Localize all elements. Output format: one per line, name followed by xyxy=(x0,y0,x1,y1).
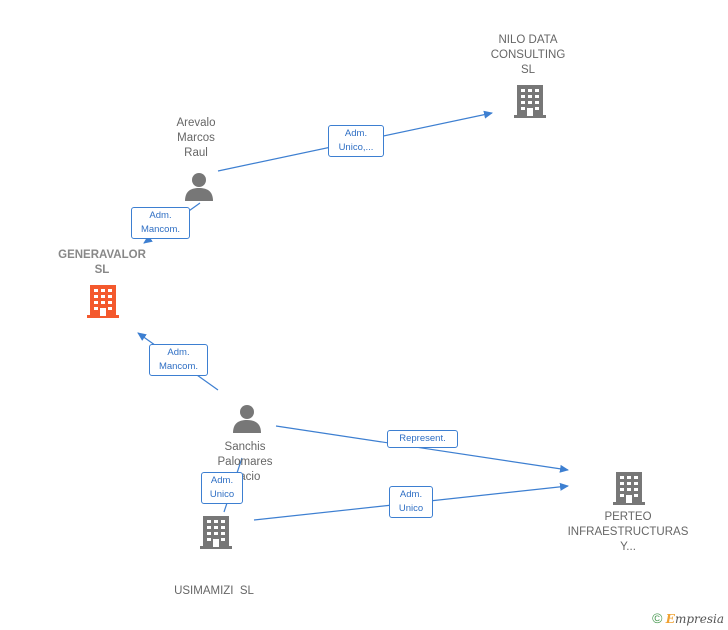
generavalor-label-line: SL xyxy=(94,264,110,276)
edge-label-line: Unico xyxy=(398,503,424,514)
node-label-generavalor[interactable]: GENERAVALOR SL xyxy=(46,248,158,278)
edge-label-line: Adm. xyxy=(210,475,234,486)
edge-label-line: Adm. xyxy=(149,210,172,221)
edge-label-line: Unico xyxy=(209,489,235,500)
sanchis-label-line: Palomares xyxy=(217,456,273,468)
nilo-label-line: CONSULTING xyxy=(490,49,566,61)
perteo-label-line: INFRAESTRUCTURAS xyxy=(567,526,689,538)
node-label-usimamizi[interactable]: USIMAMIZI SL xyxy=(160,554,268,614)
arevalo-label-line: Marcos xyxy=(177,132,215,144)
edge-label-line: Mancom. xyxy=(158,361,199,372)
edge-label-line: Adm. xyxy=(167,347,190,358)
nilo-label-line: NILO DATA xyxy=(498,34,558,46)
edge-sanchis-perteo xyxy=(275,425,569,473)
arevalo-label-line: Arevalo xyxy=(176,117,216,129)
edge-label-line: Unico,... xyxy=(338,142,374,153)
building-icon[interactable] xyxy=(200,515,232,549)
arevalo-label-line: Raul xyxy=(184,147,208,159)
nilo-label-line: SL xyxy=(520,64,536,76)
edge-label-sanchis-perteo[interactable]: Represent. xyxy=(387,430,458,448)
sanchis-label-line: Sanchis xyxy=(224,441,266,453)
copyright-icon: © xyxy=(652,610,663,626)
edge-label-sanchis-usimamizi[interactable]: Adm. Unico xyxy=(201,472,243,504)
edge-label-usimamizi-perteo[interactable]: Adm. Unico xyxy=(389,486,433,518)
edge-label-sanchis-generavalor[interactable]: Adm. Mancom. xyxy=(149,344,208,376)
person-icon[interactable] xyxy=(232,403,262,433)
edge-label-line: Adm. xyxy=(344,128,368,139)
building-icon[interactable] xyxy=(87,284,119,318)
node-label-nilo[interactable]: NILO DATA CONSULTING SL xyxy=(468,33,588,78)
usimamizi-label-line: USIMAMIZI SL xyxy=(174,585,254,597)
perteo-label-line: PERTEO xyxy=(604,511,652,523)
node-label-arevalo[interactable]: Arevalo Marcos Raul xyxy=(156,116,236,161)
building-icon[interactable] xyxy=(514,84,546,118)
node-label-perteo[interactable]: PERTEO INFRAESTRUCTURAS Y... xyxy=(560,510,696,555)
edge-label-line: Adm. xyxy=(399,489,423,500)
person-icon[interactable] xyxy=(184,171,214,201)
perteo-label-line: Y... xyxy=(620,541,636,553)
brand-name: Empresia xyxy=(665,612,724,626)
edge-label-arevalo-generavalor[interactable]: Adm. Mancom. xyxy=(131,207,190,239)
generavalor-label-line: GENERAVALOR xyxy=(58,249,146,261)
edge-label-arevalo-nilo[interactable]: Adm. Unico,... xyxy=(328,125,384,157)
building-icon[interactable] xyxy=(613,471,645,505)
edge-label-line: Mancom. xyxy=(140,224,181,235)
empresia-logo[interactable]: © Empresia xyxy=(652,610,724,626)
edge-label-line: Represent. xyxy=(399,433,446,444)
